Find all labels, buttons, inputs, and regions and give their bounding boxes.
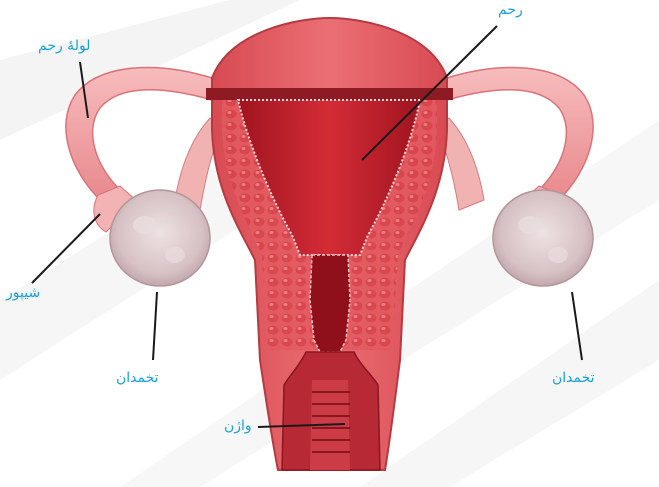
label-fimbriae: شیپور	[6, 285, 40, 301]
label-vagina: واژن	[224, 418, 252, 434]
ovary-right	[493, 190, 593, 286]
vagina	[282, 352, 380, 470]
leader-ovary-left	[153, 292, 157, 360]
label-ovary-right: تخمدان	[552, 370, 595, 386]
label-uterus: رحم	[498, 2, 523, 18]
ovary-left	[110, 190, 210, 286]
label-fallopian-tube: لولهٔ رحم	[38, 38, 90, 54]
label-ovary-left: تخمدان	[116, 370, 159, 386]
